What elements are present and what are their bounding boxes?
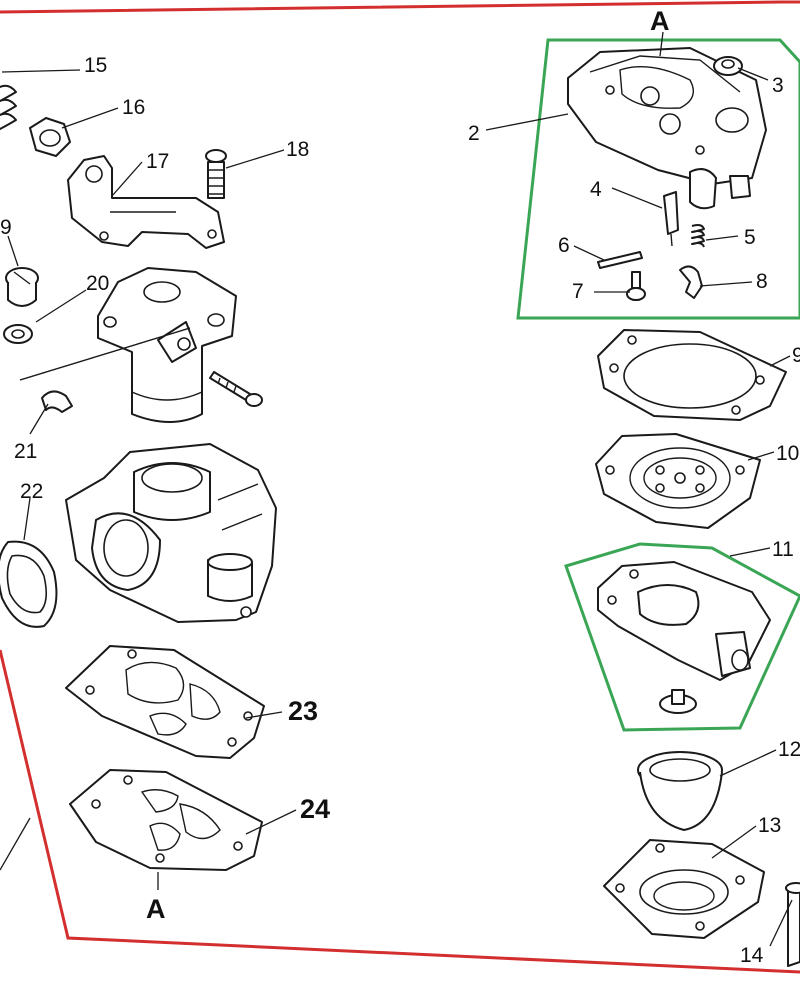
main-carburetor-body (65, 443, 277, 623)
label-part-21: 21 (14, 440, 37, 463)
label-part-20: 20 (86, 272, 109, 295)
part-24-gasket (69, 769, 263, 871)
part-22-ring (0, 540, 58, 628)
green-group-outline-mid (564, 542, 800, 732)
part-4-needle (663, 191, 679, 247)
label-part-15: 15 (84, 54, 107, 77)
part-20-washer (3, 324, 33, 344)
part-8-lever (679, 265, 703, 299)
label-part-3: 3 (772, 74, 784, 97)
throttle-screw (209, 371, 263, 407)
red-boundary-outline-lower (0, 649, 800, 974)
part-12-primer-bulb (637, 751, 723, 831)
label-A-top: A (650, 6, 670, 36)
label-part-5: 5 (744, 226, 756, 249)
label-part-17: 17 (146, 150, 169, 173)
leader-lines (0, 31, 793, 947)
part-16-nut (29, 117, 71, 157)
label-part-11: 11 (772, 538, 794, 561)
part-7-screw (626, 271, 646, 301)
part-9-left-screw (5, 267, 39, 307)
label-part-18: 18 (286, 138, 309, 161)
guide-line (19, 327, 191, 381)
label-part-13: 13 (758, 814, 781, 837)
part-11-valve (659, 689, 697, 714)
label-part-10: 10 (776, 442, 799, 465)
label-part-8: 8 (756, 270, 768, 293)
part-11-metering-cover (597, 561, 771, 681)
label-part-24: 24 (300, 794, 330, 824)
throttle-body-assembly (97, 267, 237, 423)
part-13-retainer-plate (603, 839, 765, 939)
part-9-right-gasket (597, 329, 787, 421)
part-23-gasket (65, 645, 265, 759)
part-5-spring (691, 224, 705, 248)
label-part-22: 22 (20, 480, 43, 503)
green-group-outline-top (516, 38, 800, 320)
label-part-14: 14 (740, 944, 764, 967)
part-labels: A A 2 3 4 5 6 7 8 9 10 11 12 13 14 15 16… (0, 6, 800, 967)
label-A-bottom: A (146, 894, 166, 924)
red-boundary-outline (0, 0, 800, 14)
label-part-16: 16 (122, 96, 145, 119)
label-part-23: 23 (288, 696, 318, 726)
part-17-bracket (67, 155, 225, 249)
label-part-4: 4 (590, 178, 602, 201)
label-part-9-left: 9 (0, 216, 12, 239)
label-part-7: 7 (572, 280, 584, 303)
part-10-diaphragm (595, 433, 761, 529)
part-15-spring (0, 84, 17, 131)
label-part-9-right: 9 (792, 344, 800, 367)
part-6-pin (597, 251, 643, 269)
part-3-cap (713, 56, 743, 76)
part-2-pump-cover (567, 47, 767, 210)
label-part-2: 2 (468, 122, 480, 145)
part-14-tube (785, 882, 800, 967)
label-part-12: 12 (778, 738, 800, 761)
part-18-screw (205, 149, 227, 199)
label-part-6: 6 (558, 234, 570, 257)
part-21-clip (41, 390, 73, 413)
